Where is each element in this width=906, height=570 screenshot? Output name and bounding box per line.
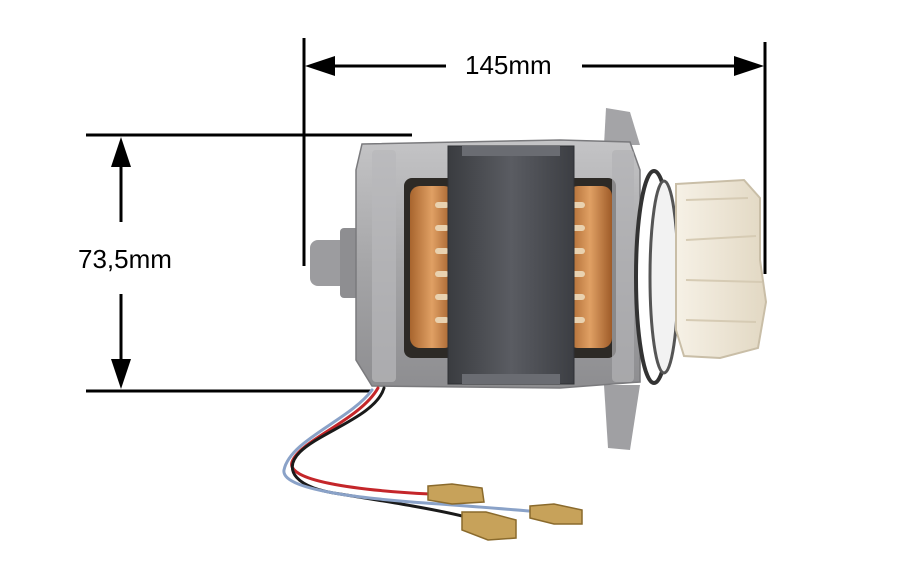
- winding-rings: [435, 202, 585, 323]
- impeller-blades: [685, 197, 763, 323]
- dimension-lines: [86, 38, 767, 393]
- arrow-left-icon: [305, 56, 335, 76]
- copper-winding-left: [410, 186, 454, 348]
- copper-winding-right: [568, 186, 612, 348]
- impeller: [675, 178, 768, 360]
- core-bottom-plate: [462, 374, 560, 384]
- seal-ring-inner: [648, 179, 680, 375]
- motor-illustration: [310, 108, 768, 450]
- flange-bottom: [604, 385, 640, 450]
- width-dimension-label: 145mm: [465, 50, 552, 80]
- height-dimension-label: 73,5mm: [78, 244, 172, 274]
- terminal-1: [427, 483, 485, 505]
- terminal-3: [529, 503, 583, 525]
- lead-wires: [282, 386, 542, 520]
- terminal-2: [461, 511, 517, 541]
- arrow-right-icon: [734, 56, 764, 76]
- arrow-down-icon: [111, 359, 131, 389]
- stator-core: [447, 145, 575, 385]
- housing-rib-left: [372, 150, 396, 382]
- core-top-plate: [462, 146, 560, 156]
- wire-black: [290, 386, 472, 520]
- arrow-up-icon: [111, 137, 131, 167]
- terminals: [427, 483, 583, 541]
- housing-rib-right: [612, 150, 634, 382]
- wire-blue: [282, 388, 542, 514]
- shaft-collar: [340, 228, 360, 298]
- flange-top: [604, 108, 640, 145]
